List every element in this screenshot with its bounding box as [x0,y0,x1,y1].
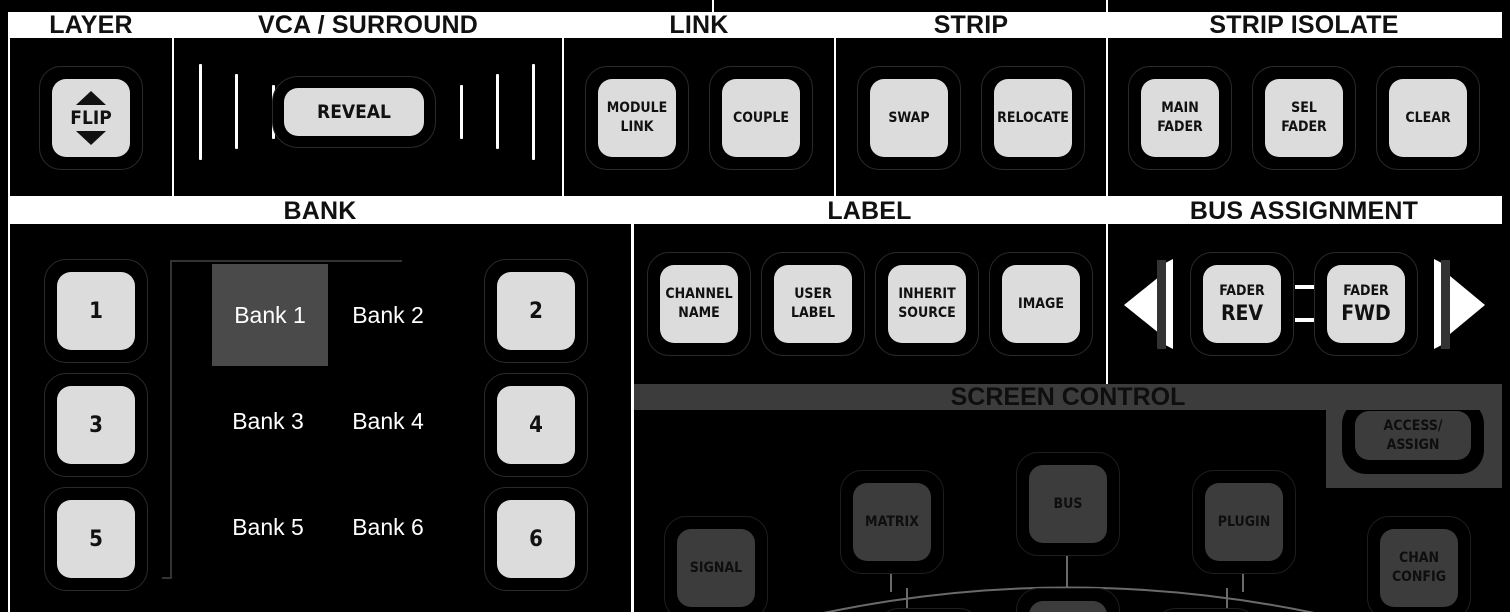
clear-button[interactable]: CLEAR [1389,79,1467,157]
top-edge [0,0,1510,12]
fader-fwd-top: FADER [1343,283,1389,299]
level-bar-icon [496,74,499,149]
arrow-left-edge [1166,259,1173,349]
bank-item-4[interactable]: Bank 4 [352,408,424,434]
fader-fwd-bottom: FWD [1341,301,1391,325]
strip-isolate-title: STRIP ISOLATE [1108,12,1500,38]
arrow-up-icon [76,91,106,105]
divider [1106,0,1108,12]
vca-surround-panel: REVEAL [174,38,562,196]
level-bar-icon [532,64,535,160]
level-bar-icon [235,74,238,149]
strip-isolate-panel: MAIN FADER SEL FADER CLEAR [1108,38,1502,196]
arrow-right-icon [1450,276,1485,334]
divider [632,224,634,612]
matrix-button[interactable]: MATRIX [853,483,931,561]
bank-panel: 1 3 5 Bank 1 Bank 2 Bank 3 Bank 4 Bank 5… [10,224,631,612]
access-assign-button[interactable]: ACCESS/ ASSIGN [1355,411,1471,460]
button-well [1154,608,1258,612]
plugin-button[interactable]: PLUGIN [1205,483,1283,561]
divider [1106,224,1108,384]
bank-item-6[interactable]: Bank 6 [352,514,424,540]
arrow-left-bar [1157,260,1166,349]
channel-name-button[interactable]: CHANNEL NAME [660,265,738,343]
bus-assignment-panel: FADER REV FADER FWD [1108,224,1502,384]
bank-key-2[interactable]: 2 [497,272,575,350]
flip-label: FLIP [70,107,112,129]
relocate-button[interactable]: RELOCATE [994,79,1072,157]
bank-grid-top-rule [170,260,402,262]
bank-key-6[interactable]: 6 [497,500,575,578]
link-title: LINK [564,12,834,38]
bank-item-3[interactable]: Bank 3 [232,408,304,434]
link-dash-icon [1295,285,1315,289]
left-edge [0,0,8,612]
strip-title: STRIP [836,12,1106,38]
bank-item-2[interactable]: Bank 2 [352,302,424,328]
bank-key-1[interactable]: 1 [57,272,135,350]
module-link-button[interactable]: MODULE LINK [598,79,676,157]
fader-rev-top: FADER [1219,283,1265,299]
arrow-left-icon [1124,276,1160,334]
couple-button[interactable]: COUPLE [722,79,800,157]
link-panel: MODULE LINK COUPLE [564,38,834,196]
label-panel: CHANNEL NAME USER LABEL INHERIT SOURCE I… [634,224,1106,384]
main-fader-button[interactable]: MAIN FADER [1141,79,1219,157]
link-dash-icon [1295,318,1315,322]
arrow-down-icon [76,131,106,145]
fader-rev-button[interactable]: FADER REV [1203,265,1281,343]
vca-surround-title: VCA / SURROUND [174,12,562,38]
reveal-button[interactable]: REVEAL [284,88,424,136]
bank-grid-foot [162,577,172,579]
arrow-right-bar [1441,260,1450,349]
sel-fader-button[interactable]: SEL FADER [1265,79,1343,157]
bank-key-3[interactable]: 3 [57,386,135,464]
image-button[interactable]: IMAGE [1002,265,1080,343]
flip-button[interactable]: FLIP [52,79,130,157]
bank-key-4[interactable]: 4 [497,386,575,464]
swap-button[interactable]: SWAP [870,79,948,157]
fader-rev-bottom: REV [1220,301,1264,325]
right-edge [1502,0,1510,612]
fader-fwd-button[interactable]: FADER FWD [1327,265,1405,343]
signal-button[interactable]: SIGNAL [677,529,755,607]
strip-panel: SWAP RELOCATE [836,38,1106,196]
button-well [877,608,981,612]
user-label-button[interactable]: USER LABEL [774,265,852,343]
bank-key-5[interactable]: 5 [57,500,135,578]
lower-key-partial[interactable] [1029,601,1107,612]
screen-control-panel: ACCESS/ ASSIGN SIGNAL MATRIX BUS PLUGIN … [634,410,1502,612]
arrow-right-edge [1434,259,1441,349]
layer-panel: FLIP [10,38,172,196]
label-title: LABEL [633,198,1106,224]
bank-item-1[interactable]: Bank 1 [212,264,328,366]
bank-title: BANK [10,198,630,224]
level-bar-icon [199,64,202,160]
chan-config-button[interactable]: CHAN CONFIG [1380,529,1458,607]
bus-button[interactable]: BUS [1029,465,1107,543]
bus-assignment-title: BUS ASSIGNMENT [1108,198,1500,224]
screen-control-bar [634,384,1502,410]
layer-title: LAYER [10,12,172,38]
screen-control-title: SCREEN CONTROL [950,383,1186,411]
level-bar-icon [460,85,463,139]
divider [712,0,714,12]
bank-item-5[interactable]: Bank 5 [232,514,304,540]
bank-grid-left-rule [170,260,172,579]
inherit-source-button[interactable]: INHERIT SOURCE [888,265,966,343]
